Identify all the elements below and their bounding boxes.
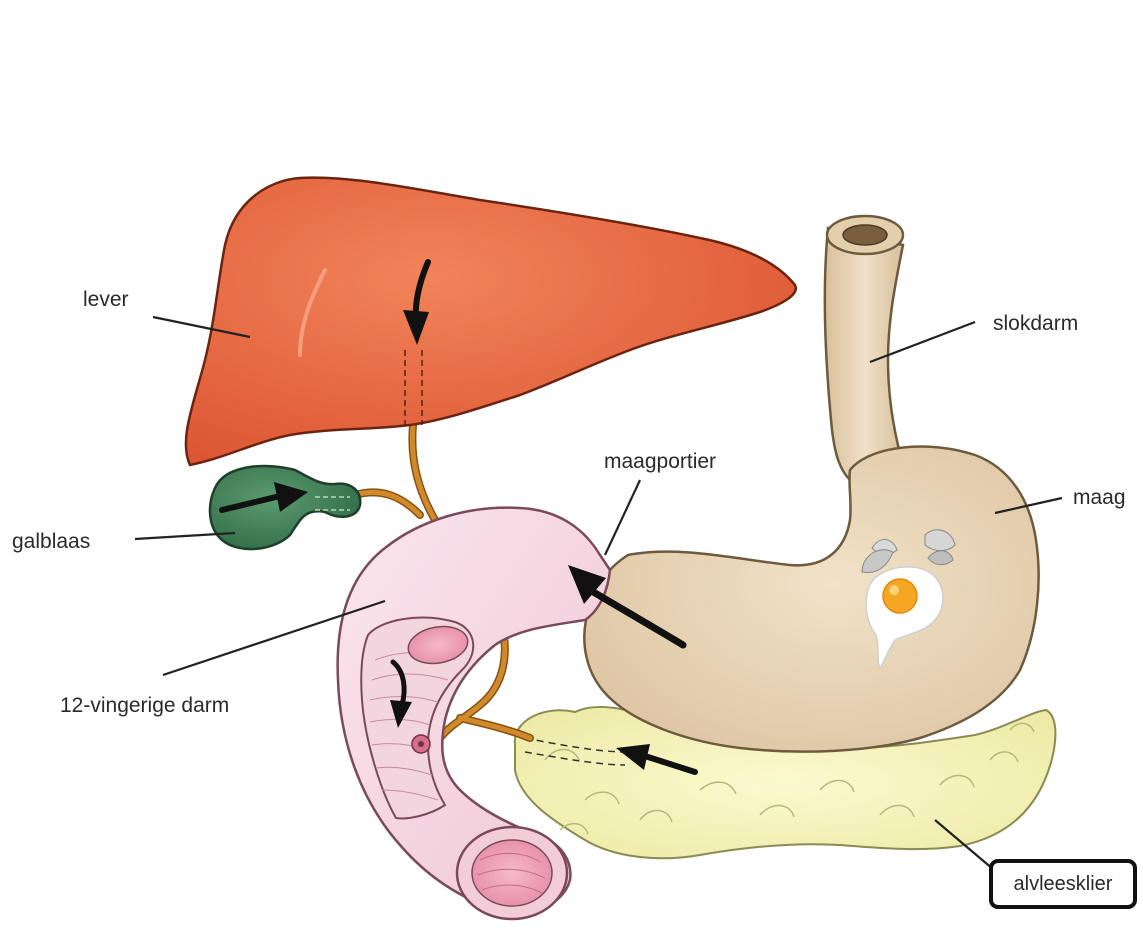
label-alvleesklier-highlighted: alvleesklier	[989, 859, 1137, 909]
leader-maagportier	[605, 480, 640, 555]
label-12-vingerige-darm: 12-vingerige darm	[60, 695, 229, 716]
label-maag: maag	[1073, 487, 1126, 508]
label-slokdarm: slokdarm	[993, 313, 1078, 334]
label-maagportier: maagportier	[604, 451, 716, 472]
esophagus	[825, 216, 905, 480]
liver	[186, 178, 796, 465]
label-galblaas: galblaas	[12, 531, 90, 552]
stomach	[584, 447, 1038, 752]
label-lever: lever	[83, 289, 129, 310]
